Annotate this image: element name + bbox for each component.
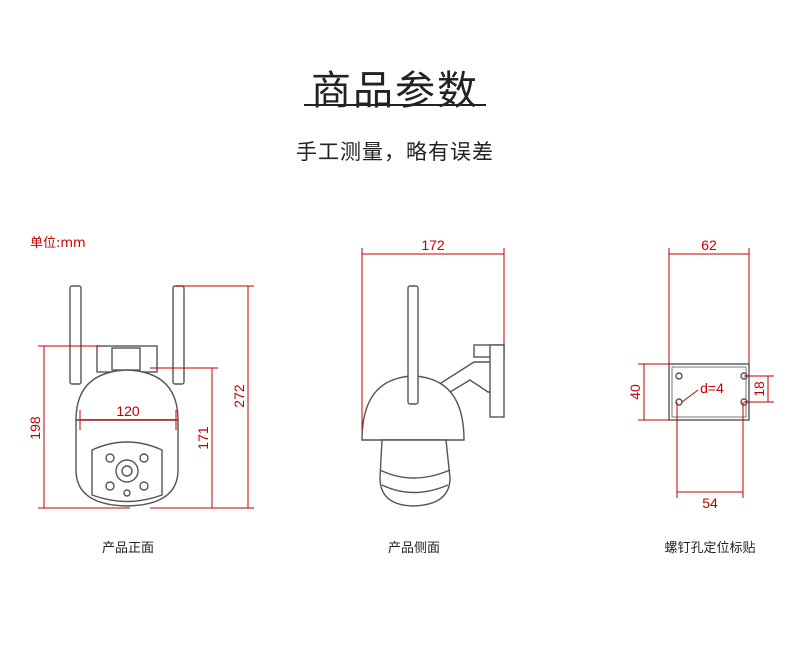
page-title: 商品参数 [311,68,479,114]
front-body-height-label: 171 [195,426,211,450]
sticker-view [638,248,774,498]
side-view-caption: 产品侧面 [387,541,440,556]
title-divider [304,104,486,106]
side-wall-plate [489,344,505,418]
front-lens [115,459,139,483]
front-width-label: 120 [116,403,140,419]
sticker-height-label: 40 [627,384,643,400]
side-antenna [407,285,419,405]
page-subtitle: 手工测量，略有误差 [296,140,494,164]
front-bracket-height-label: 198 [27,416,43,440]
front-mount-bracket [96,345,158,373]
front-antenna-left [69,285,82,385]
front-view-caption: 产品正面 [101,541,154,556]
side-view [361,248,505,507]
front-total-height-label: 272 [231,384,247,408]
sticker-bottom-width-label: 54 [702,495,718,511]
side-lower-body [379,439,451,507]
front-top-dome [75,369,179,421]
front-antenna-right [172,285,185,385]
hole-diameter-label: d=4 [700,380,724,396]
sticker-caption: 螺钉孔定位标贴 [664,541,756,556]
sticker-top-width-label: 62 [701,237,717,253]
unit-label: 单位:mm [30,236,86,251]
side-depth-label: 172 [421,237,445,253]
sticker-hole-spacing-label: 18 [751,381,767,397]
screw-hole-top-left [675,372,683,380]
front-view [38,285,254,509]
sticker-outline [668,363,750,421]
